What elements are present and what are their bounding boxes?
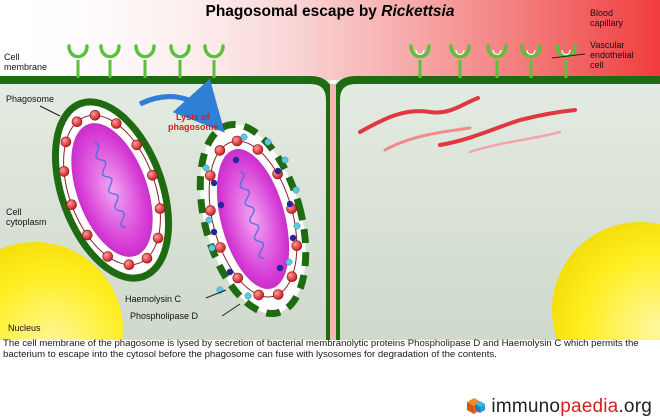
haemolysin-pointer <box>205 289 227 299</box>
haemolysin-molecule <box>232 156 240 164</box>
surface-protein-dot <box>214 145 226 156</box>
bacterial-dna <box>94 142 126 229</box>
left-cell-membrane <box>0 76 334 340</box>
surface-protein-dot <box>71 116 83 128</box>
surface-protein-dot <box>141 252 153 264</box>
surface-protein-dot <box>81 229 93 241</box>
label-pointers <box>39 53 586 317</box>
receptor-icon <box>520 44 542 78</box>
lysis-arrow <box>138 78 225 133</box>
receptor-icon <box>134 44 156 78</box>
surface-protein-dot <box>131 139 143 151</box>
surface-protein-dot <box>154 203 166 214</box>
surface-protein-dot <box>272 289 284 300</box>
nucleus-right <box>552 222 660 340</box>
surface-protein-dot <box>215 242 226 253</box>
rickettsia-streak <box>383 126 472 152</box>
phospholipase-molecule <box>293 222 301 230</box>
surface-protein-dot <box>60 136 72 148</box>
haemolysin-molecule <box>210 228 218 236</box>
blood-capillary-label: Blood capillary <box>590 8 624 28</box>
bacterial-dna <box>239 170 265 260</box>
surface-protein-dot <box>111 118 122 129</box>
surface-protein-dot <box>152 232 164 244</box>
receptor-icon <box>449 44 471 78</box>
phagosome-label: Phagosome <box>6 94 54 104</box>
receptor-icon <box>169 44 191 78</box>
haemolysin-molecule <box>286 200 294 208</box>
diagram-title: Phagosomal escape by Rickettsia <box>206 3 455 20</box>
haemolysin-label: Haemolysin C <box>125 294 182 304</box>
nucleus-label: Nucleus <box>8 323 41 333</box>
rickettsia-streak <box>358 96 480 134</box>
surface-protein-dot <box>231 135 243 147</box>
phospholipase-pointer <box>221 303 241 317</box>
vascular-pointer <box>551 53 586 59</box>
receptor-icon <box>409 44 431 78</box>
intercellular-gap <box>330 84 336 340</box>
right-cell-membrane <box>332 76 660 340</box>
bacterium-body <box>71 123 153 257</box>
cytosolic-rickettsiae <box>358 96 577 154</box>
surface-protein-dot <box>232 272 244 284</box>
surface-protein-dot <box>147 170 158 181</box>
phospholipase-molecule <box>208 244 216 252</box>
bacterium-body <box>216 148 290 290</box>
surface-protein-dot <box>66 199 77 210</box>
receptor-icon <box>203 44 225 78</box>
haemolysin-molecule <box>217 201 225 209</box>
haemolysin-molecule <box>210 179 218 187</box>
nucleus-left <box>0 242 123 340</box>
phospholipase-molecule <box>244 292 252 300</box>
immunopaedia-logo: immunopaedia.org <box>459 392 652 418</box>
phospholipase-molecule <box>240 133 248 141</box>
surface-protein-dot <box>89 110 101 121</box>
haemolysin-molecule <box>276 264 284 272</box>
phospholipase-label: Phospholipase D <box>130 311 199 321</box>
surface-protein-dot <box>123 259 135 271</box>
secreted-proteins <box>202 133 301 300</box>
phospholipase-molecule <box>264 138 272 146</box>
receptor-icon <box>67 44 89 78</box>
logo-text: immunopaedia.org <box>491 396 652 417</box>
surface-protein-dot <box>205 205 216 216</box>
surface-protein-dot <box>291 240 303 251</box>
caption: The cell membrane of the phagosome is ly… <box>3 338 639 360</box>
haemolysin-molecule <box>226 268 234 276</box>
rickettsia-streak <box>438 108 577 147</box>
phospholipase-molecule <box>202 164 210 172</box>
phospholipase-molecule <box>292 186 300 194</box>
rickettsia-streak <box>468 130 562 154</box>
haemolysin-molecule <box>289 234 297 242</box>
haemolysin-molecule <box>274 167 282 175</box>
phospholipase-molecule <box>205 216 213 224</box>
bacterial-surface-proteins <box>58 110 166 271</box>
diagram-canvas: Phagosomal escape by Rickettsia Cell mem… <box>0 0 660 340</box>
cell-membrane-label: Cell membrane <box>4 52 47 72</box>
cell-cytoplasm-label: Cell cytoplasm <box>6 207 47 227</box>
receptor-icon <box>486 44 508 78</box>
phagosome-pointer <box>39 105 61 117</box>
phospholipase-molecule <box>281 156 289 164</box>
logo-cubes-icon <box>467 398 486 414</box>
lysis-label: Lysis of phagosome <box>168 112 219 132</box>
surface-protein-dot <box>205 170 216 181</box>
membrane-receptors <box>67 44 577 78</box>
vascular-endothelial-label: Vascular endothelial cell <box>590 40 636 70</box>
receptor-icon <box>99 44 121 78</box>
phospholipase-molecule <box>285 258 293 266</box>
surface-protein-dot <box>58 166 70 177</box>
surface-protein-dot <box>253 289 265 301</box>
surface-protein-dot <box>286 271 298 283</box>
surface-protein-dot <box>102 251 113 262</box>
surface-protein-dot <box>252 144 264 155</box>
